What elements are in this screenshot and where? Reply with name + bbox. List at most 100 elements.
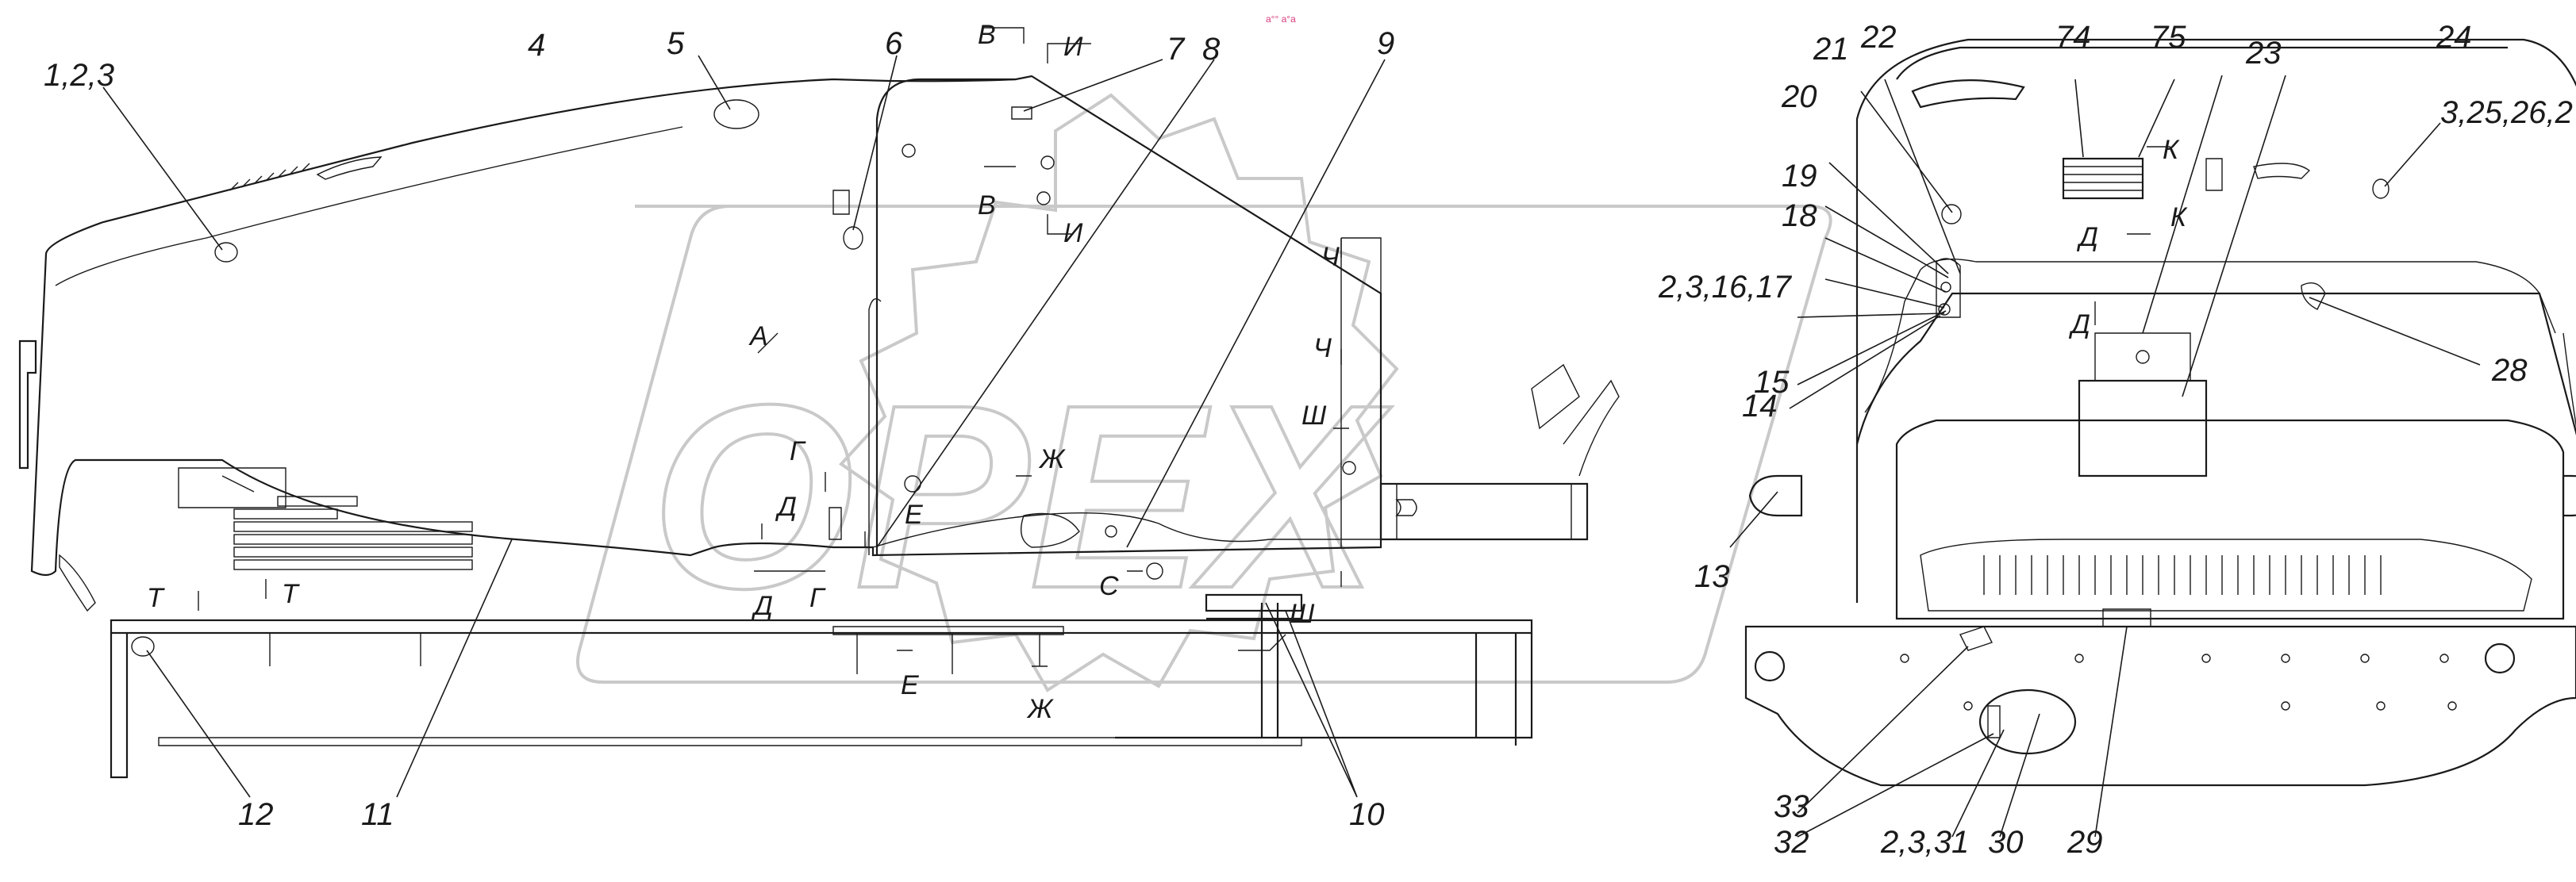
fastener [1146,562,1163,580]
part-32-bracket [1987,705,2001,738]
pillar [1340,237,1382,547]
exhaust-shield [1531,363,1580,430]
part-23-tab [2094,332,2191,382]
section-D-right-top: Д [2076,222,2098,252]
step-box-inner [1396,484,1572,539]
label-22: 22 [1860,20,1897,55]
section-CH-bottom: Ч [1313,333,1332,363]
oval-plate [1021,512,1080,548]
hood-inner-line [55,126,683,286]
part-23-bolt [2136,350,2150,364]
hood-outline [30,75,1382,577]
label-9: 9 [1377,26,1394,61]
section-V-bottom: В [978,190,996,220]
label-7: 7 [1167,32,1186,67]
side-view [18,75,1620,779]
rear-view [1744,38,2576,787]
cab-inner-frame-2 [1864,269,2576,428]
label-24: 24 [2436,20,2472,55]
bumper-hole-right [2484,642,2516,674]
label-13: 13 [1694,559,1730,594]
label-8: 8 [1202,32,1221,67]
section-K-top: К [2163,135,2180,165]
label-21: 21 [1813,32,1849,67]
engine-cover [1895,419,2565,620]
fastener [1036,191,1051,205]
label-4: 4 [528,28,545,63]
part-30-hitch [1978,688,2077,755]
exhaust [1563,379,1620,477]
hood-vent-cover [316,156,383,180]
bumper-bolts [1900,654,2457,711]
section-CH-top: Ч [1321,242,1340,272]
cab-side-panel [875,78,1016,555]
label-1-2-3: 1,2,3 [44,58,114,93]
section-D-right-bottom: Д [2068,309,2090,339]
part-23-plate [2078,379,2208,477]
roof-handle [2253,163,2311,179]
part-15-bolt [1938,303,1951,316]
label-19: 19 [1782,159,1817,194]
cab-inner-frame [1920,258,2556,334]
side-grille [233,496,473,570]
part-29-latch [2102,608,2151,627]
frame [110,593,1533,779]
section-G-bottom: Г [809,583,826,613]
label-3-25-26-27: 3,25,26,27 [2440,95,2576,130]
section-I-bottom: И [1063,218,1083,248]
fastener [902,144,916,158]
label-6: 6 [885,26,903,61]
section-D-top: Д [775,492,797,522]
part-6-hinge [832,190,850,215]
label-12: 12 [238,797,274,832]
rear-bumper [1744,625,2576,787]
lower-grille [1983,555,2382,595]
handle-slot [1395,499,1417,516]
label-74: 74 [2055,20,2091,55]
fastener [1105,525,1117,538]
body-panel [1855,292,2576,445]
part-28-hook [2301,282,2326,310]
label-29: 29 [2067,825,2103,860]
section-SH-top: Ш [1301,401,1327,431]
section-T-right: Т [282,579,300,609]
label-20: 20 [1781,79,1817,114]
part-25-bolt [2372,178,2390,199]
section-ZH-bottom: Ж [1026,694,1054,724]
part-21-bolt [1941,204,1962,224]
section-T-left: Т [147,583,165,613]
label-11: 11 [361,797,394,832]
part-75-louver [2062,157,2144,200]
label-32: 32 [1774,825,1809,860]
section-A: А [748,321,768,351]
label-14: 14 [1742,389,1778,424]
part-labels: 1,2,3 4 5 6 7 8 9 10 11 12 13 14 15 2,3,… [44,20,2576,860]
hood-vent-strip [229,163,310,191]
leader-lines [102,55,2481,838]
section-SH-bottom: Ш [1290,599,1315,629]
lower-grille-cover [1920,539,2532,612]
part-1-bolt [214,242,238,263]
section-G-top: Г [790,436,806,466]
section-E-top: Е [905,500,923,530]
fastener [1342,461,1356,475]
left-light [1748,474,1803,517]
label-5: 5 [667,26,685,61]
step-box [1379,482,1589,541]
fastener [1040,155,1055,170]
part-12-bolt [131,636,155,657]
cab-rear-outline [1855,38,2576,603]
section-K-bottom: К [2170,202,2188,232]
label-75: 75 [2151,20,2186,55]
section-I-top: И [1063,32,1083,62]
part-22-spoiler [1911,79,2025,109]
part-33-bracket [1959,626,1993,651]
watermark-outline [576,205,1832,684]
label-30: 30 [1988,825,2024,860]
label-15: 15 [1754,365,1790,400]
slot-left [829,507,842,540]
label-18: 18 [1782,198,1817,233]
label-10: 10 [1349,797,1385,832]
panel-wave [872,512,1381,548]
section-marks: А В В И И Г Г Д Д Е Е Ж Ж С Т Т Ч Ч Ш Ш … [147,20,2188,724]
